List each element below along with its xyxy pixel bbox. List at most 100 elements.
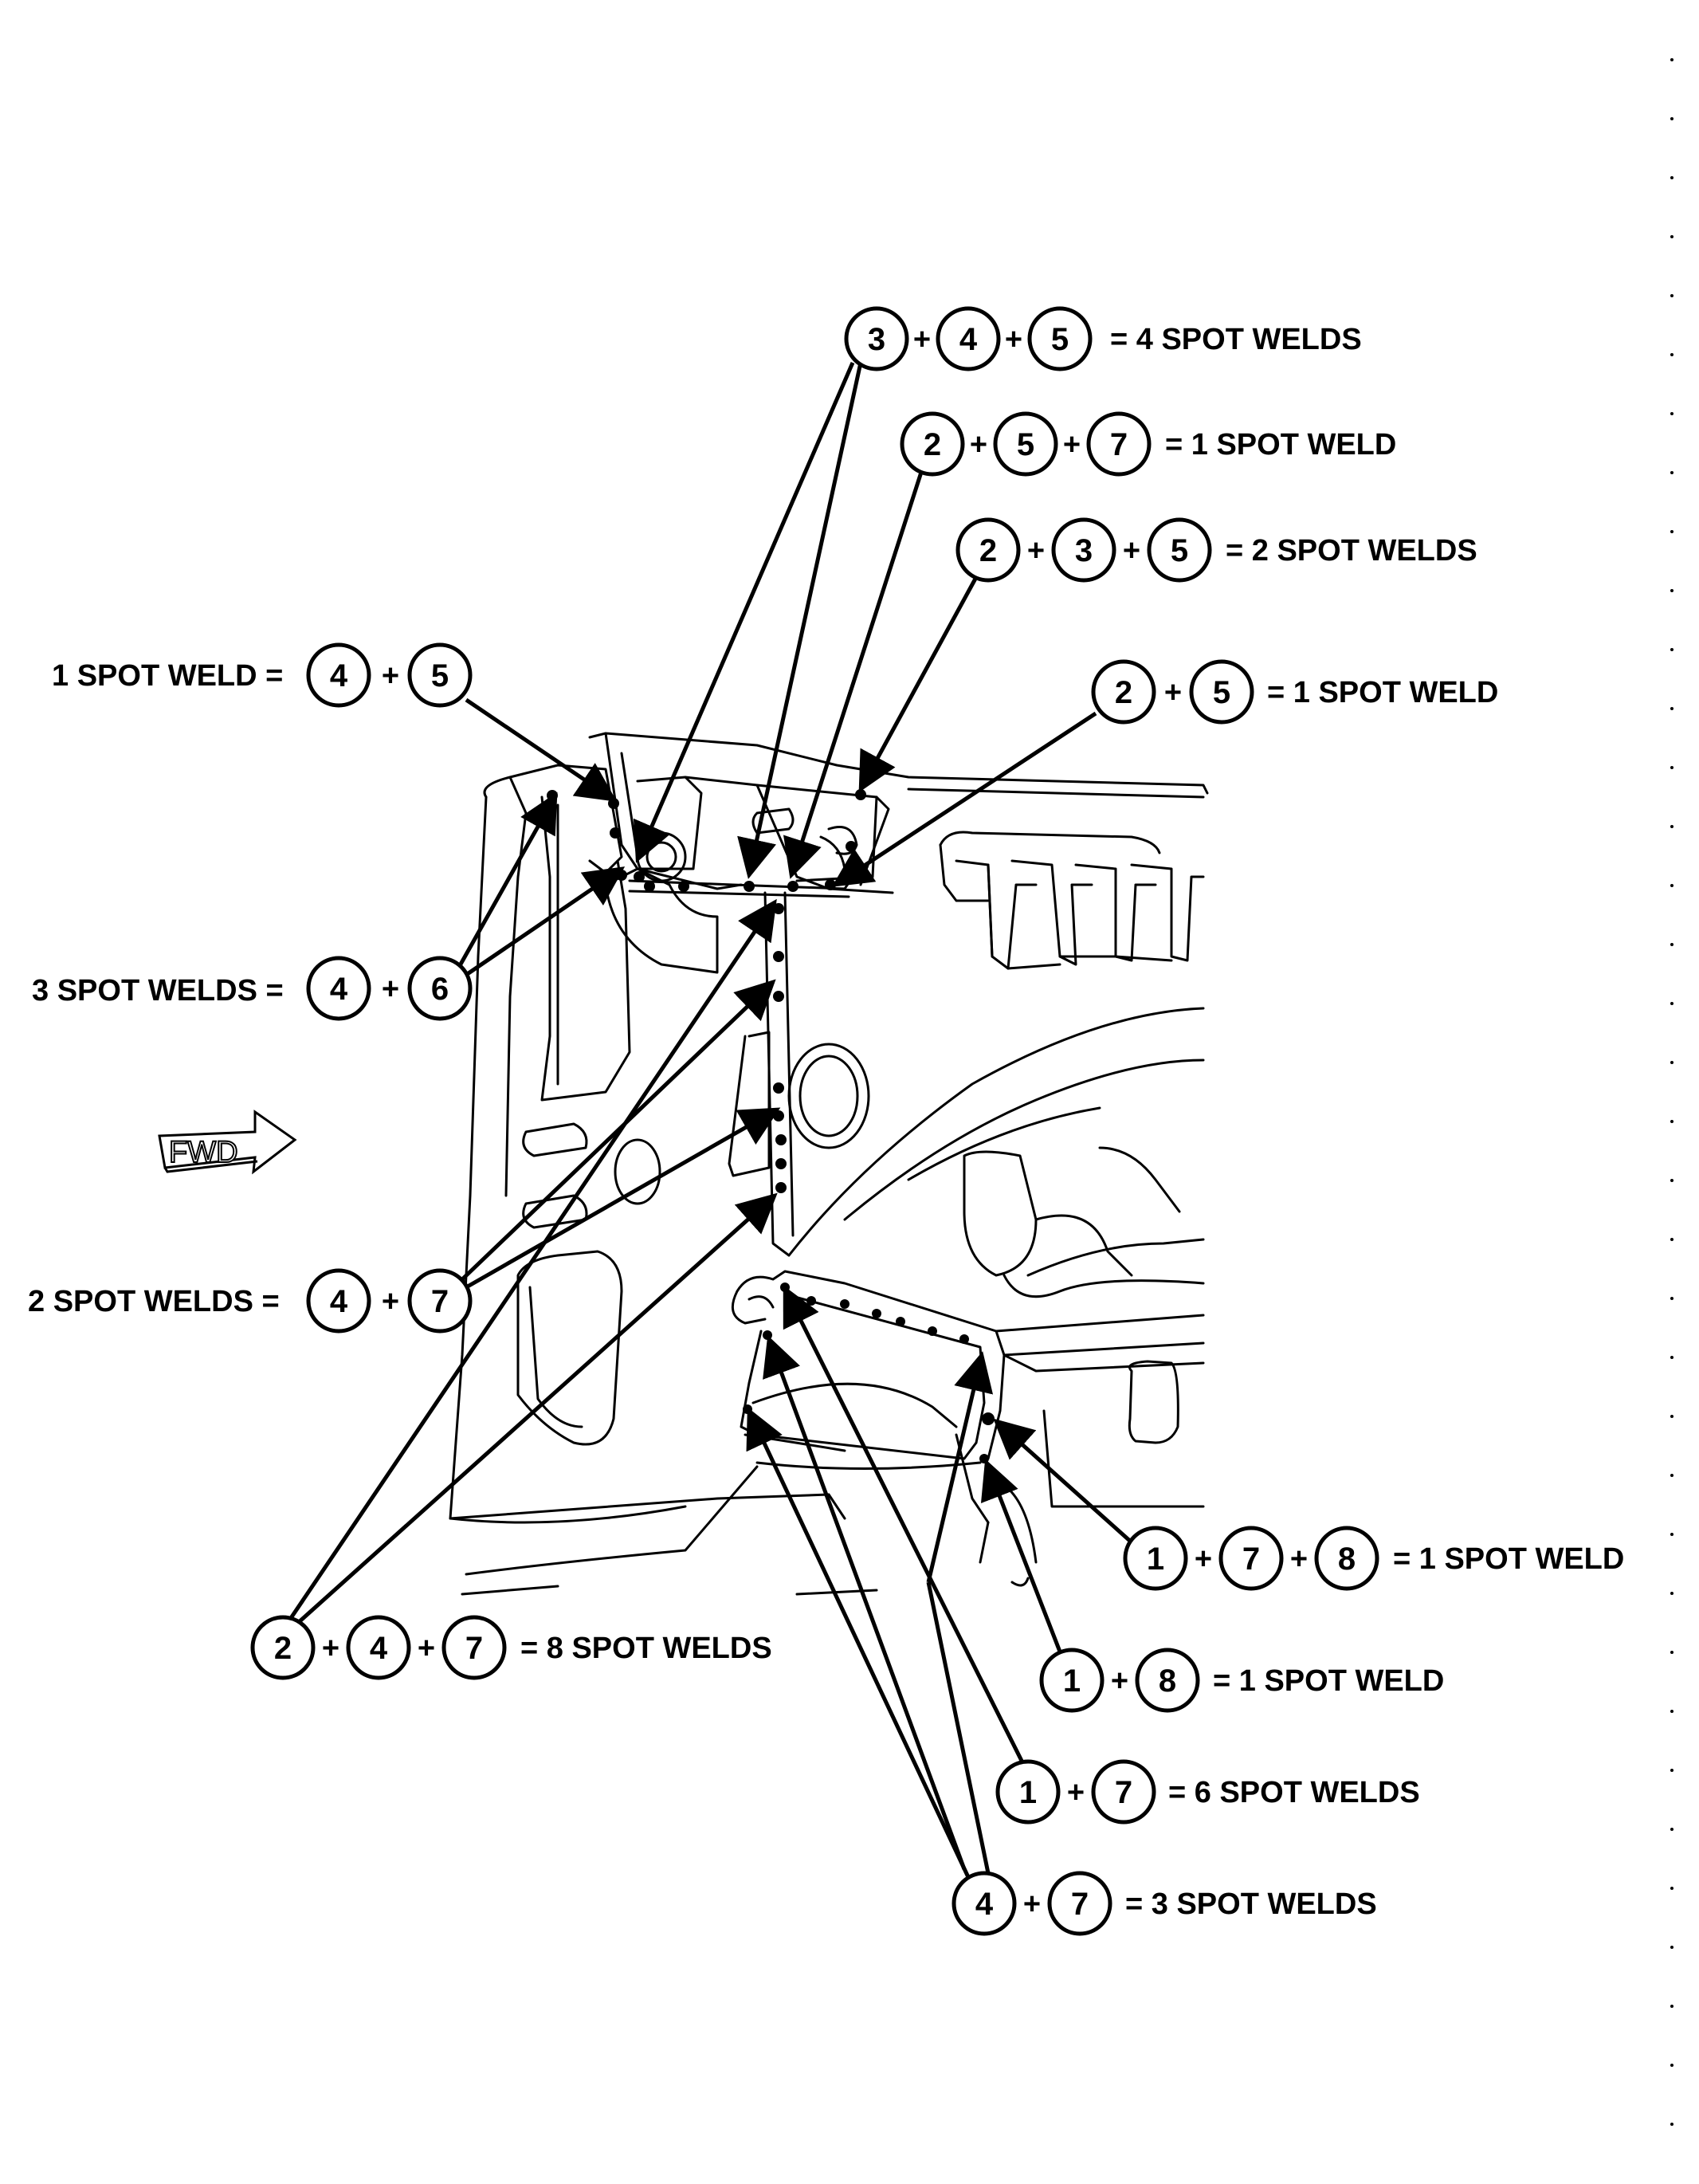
callout-2-3-5-two-welds: 2 + 3 + 5 = 2 SPOT WELDS	[955, 517, 1477, 583]
svg-text:+: +	[1123, 534, 1140, 568]
callout-3-4-5-four-welds: 3 + 4 + 5 = 4 SPOT WELDS	[844, 306, 1362, 371]
margin-dot	[1670, 1533, 1673, 1536]
svg-text:+: +	[382, 972, 399, 1006]
part-number: 4	[975, 1887, 994, 1922]
svg-text:+: +	[1005, 323, 1022, 356]
margin-dot	[1670, 1061, 1673, 1064]
part-number: 2	[1115, 675, 1132, 710]
margin-dot	[1670, 1002, 1673, 1005]
svg-text:+: +	[1063, 428, 1081, 462]
part-number: 1	[1019, 1775, 1037, 1810]
margin-dot	[1670, 471, 1673, 474]
svg-text:+: +	[1111, 1664, 1128, 1698]
margin-dot	[1670, 412, 1673, 415]
callout-suffix: = 8 SPOT WELDS	[520, 1632, 772, 1665]
part-number: 5	[1017, 427, 1034, 462]
callout-prefix: 2 SPOT WELDS =	[28, 1285, 280, 1318]
svg-text:+: +	[1067, 1776, 1085, 1809]
part-number: 2	[274, 1631, 292, 1666]
fwd-label: FWD	[169, 1136, 238, 1169]
margin-dot	[1670, 1179, 1673, 1182]
callout-4-5-one-weld-left: 1 SPOT WELD = 4 + 5	[52, 642, 473, 708]
part-number: 4	[370, 1631, 388, 1666]
callout-suffix: = 1 SPOT WELD	[1267, 676, 1498, 709]
callout-2-5-one-weld: 2 + 5 = 1 SPOT WELD	[1091, 659, 1498, 725]
part-number: 4	[330, 1284, 348, 1319]
svg-text:+: +	[1027, 534, 1045, 568]
part-number: 7	[1115, 1775, 1132, 1810]
part-number: 5	[1213, 675, 1230, 710]
callout-4-6-three-welds: 3 SPOT WELDS = 4 + 6	[32, 956, 473, 1021]
callout-prefix: 3 SPOT WELDS =	[32, 974, 284, 1008]
part-number: 7	[465, 1631, 483, 1666]
part-number: 1	[1063, 1664, 1081, 1699]
margin-dot	[1670, 1238, 1673, 1241]
part-number: 5	[431, 658, 449, 693]
margin-dots	[1670, 58, 1673, 2126]
margin-dot	[1670, 766, 1673, 769]
margin-dot	[1670, 530, 1673, 533]
margin-dot	[1670, 1592, 1673, 1595]
callout-suffix: = 1 SPOT WELD	[1165, 428, 1396, 462]
svg-text:+: +	[970, 428, 987, 462]
part-number: 3	[868, 322, 885, 357]
callout-4-7-three-welds: 4 + 7 = 3 SPOT WELDS	[952, 1871, 1377, 1936]
part-number: 3	[1075, 533, 1093, 568]
margin-dot	[1670, 943, 1673, 946]
margin-dot	[1670, 1474, 1673, 1477]
svg-text:+: +	[1164, 676, 1182, 709]
svg-text:+: +	[913, 323, 931, 356]
svg-text:+: +	[322, 1632, 339, 1665]
margin-dot	[1670, 884, 1673, 887]
vehicle-body-panel-illustration	[449, 732, 1209, 1596]
part-number: 4	[959, 322, 978, 357]
margin-dot	[1670, 2123, 1673, 2126]
margin-dot	[1670, 294, 1673, 297]
margin-dot	[1670, 825, 1673, 828]
callout-suffix: = 3 SPOT WELDS	[1125, 1887, 1377, 1921]
callout-suffix: = 1 SPOT WELD	[1393, 1542, 1624, 1576]
margin-dot	[1670, 1769, 1673, 1772]
callout-1-8-one-weld: 1 + 8 = 1 SPOT WELD	[1039, 1648, 1444, 1713]
part-number: 2	[924, 427, 941, 462]
part-number: 4	[330, 972, 348, 1007]
svg-text:+: +	[418, 1632, 435, 1665]
part-number: 8	[1338, 1542, 1356, 1577]
svg-text:+: +	[1195, 1542, 1212, 1576]
callout-suffix: = 1 SPOT WELD	[1213, 1664, 1444, 1698]
margin-dot	[1670, 1120, 1673, 1123]
part-number: 8	[1159, 1664, 1176, 1699]
margin-dot	[1670, 1415, 1673, 1418]
part-number: 6	[431, 972, 449, 1007]
margin-dot	[1670, 1710, 1673, 1713]
margin-dot	[1670, 2064, 1673, 2067]
svg-text:+: +	[382, 659, 399, 693]
callout-2-4-7-eight-welds: 2 + 4 + 7 = 8 SPOT WELDS	[250, 1615, 772, 1680]
margin-dot	[1670, 648, 1673, 651]
margin-dot	[1670, 2005, 1673, 2008]
weld-callouts: 3 + 4 + 5 = 4 SPOT WELDS 2 + 5 + 7 = 1 S…	[28, 306, 1624, 1936]
callout-suffix: = 6 SPOT WELDS	[1168, 1776, 1420, 1809]
callout-1-7-six-welds: 1 + 7 = 6 SPOT WELDS	[995, 1759, 1420, 1825]
svg-text:+: +	[1290, 1542, 1308, 1576]
part-number: 5	[1171, 533, 1188, 568]
margin-dot	[1670, 353, 1673, 356]
forward-direction-arrow: FWD	[158, 1110, 297, 1175]
callout-1-7-8-one-weld: 1 + 7 + 8 = 1 SPOT WELD	[1123, 1526, 1624, 1591]
margin-dot	[1670, 1356, 1673, 1359]
callout-prefix: 1 SPOT WELD =	[52, 659, 283, 693]
margin-dot	[1670, 58, 1673, 61]
part-number: 4	[330, 658, 348, 693]
part-number: 1	[1147, 1542, 1164, 1577]
leader-arrows	[288, 362, 1133, 1879]
callout-4-7-two-welds: 2 SPOT WELDS = 4 + 7	[28, 1268, 473, 1334]
margin-dot	[1670, 1828, 1673, 1831]
margin-dot	[1670, 235, 1673, 238]
part-number: 7	[431, 1284, 449, 1319]
callout-suffix: = 2 SPOT WELDS	[1226, 534, 1477, 568]
margin-dot	[1670, 176, 1673, 179]
margin-dot	[1670, 1297, 1673, 1300]
part-number: 2	[979, 533, 997, 568]
part-number: 5	[1051, 322, 1069, 357]
